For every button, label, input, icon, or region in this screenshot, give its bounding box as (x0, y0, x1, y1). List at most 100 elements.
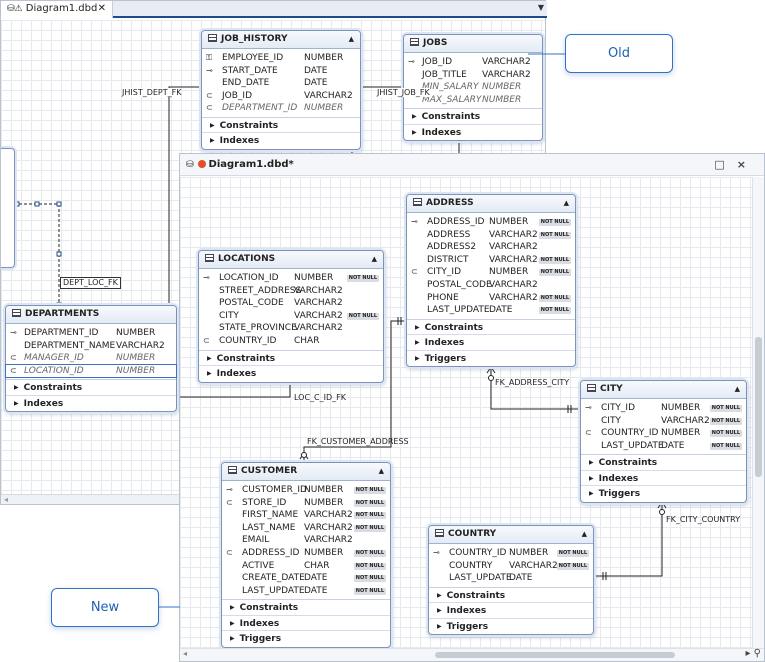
fk-label-address-city[interactable]: FK_ADDRESS_CITY (495, 378, 570, 387)
zoom-icon[interactable]: ▸ ⚲ (745, 648, 761, 659)
close-tab-icon[interactable]: ✕ (97, 3, 106, 14)
column-type: VARCHAR2 (304, 535, 353, 546)
fk-label-dept-loc[interactable]: DEPT_LOC_FK (60, 277, 121, 289)
section-constraints[interactable]: ▶Constraints (6, 380, 176, 396)
section-constraints[interactable]: ▶Constraints (202, 118, 360, 134)
fk-label-jhist-job[interactable]: JHIST_JOB_FK (377, 88, 430, 97)
section-indexes[interactable]: ▶Indexes (404, 125, 542, 141)
section-triggers[interactable]: ▶Triggers (429, 619, 593, 635)
fk-label-city-country[interactable]: FK_CITY_COUNTRY (666, 515, 741, 524)
section-label: Constraints (446, 590, 506, 601)
close-icon[interactable]: × (736, 158, 758, 171)
collapse-icon[interactable]: ▲ (348, 35, 354, 43)
section-constraints[interactable]: ▶Constraints (429, 588, 593, 604)
section-constraints[interactable]: ▶Constraints (199, 351, 383, 367)
scroll-thumb[interactable] (755, 337, 762, 477)
maximize-icon[interactable]: □ (714, 158, 737, 171)
table-name: CUSTOMER (241, 466, 298, 476)
scroll-thumb[interactable] (435, 652, 675, 658)
section-indexes[interactable]: ▶Indexes (429, 603, 593, 619)
vertical-scrollbar[interactable] (752, 177, 764, 649)
section-indexes[interactable]: ▶Indexes (581, 471, 746, 487)
section-indexes[interactable]: ▶Indexes (6, 396, 176, 412)
collapse-icon[interactable]: ▲ (581, 530, 587, 538)
chevron-down-icon[interactable]: ▼ (537, 3, 544, 12)
fk-label-loc-c-id[interactable]: LOC_C_ID_FK (294, 393, 347, 402)
section-triggers[interactable]: ▶Triggers (407, 351, 575, 367)
fk-label-jhist-dept[interactable]: JHIST_DEPT_FK (122, 88, 182, 97)
horizontal-scrollbar[interactable]: ◂ ▸ ⚲ (180, 648, 764, 661)
section-constraints[interactable]: ▶Constraints (404, 109, 542, 125)
section-indexes[interactable]: ▶Indexes (222, 616, 390, 632)
section-triggers[interactable]: ▶Triggers (581, 486, 746, 502)
collapse-icon[interactable]: ▲ (734, 385, 740, 393)
collapse-icon[interactable]: ▲ (378, 467, 384, 475)
section-constraints[interactable]: ▶Constraints (581, 455, 746, 471)
section-indexes[interactable]: ▶Indexes (202, 133, 360, 149)
section-indexes[interactable]: ▶Indexes (407, 335, 575, 351)
section-indexes[interactable]: ▶Indexes (199, 366, 383, 382)
table-icon (413, 198, 422, 206)
fk-label-customer-address[interactable]: FK_CUSTOMER_ADDRESS (307, 437, 409, 446)
section-constraints[interactable]: ▶Constraints (407, 320, 575, 336)
collapse-icon[interactable]: ▲ (371, 255, 377, 263)
collapse-icon[interactable]: ▲ (563, 199, 569, 207)
tab-diagram1[interactable]: ⛁⚠ Diagram1.dbd ✕ (1, 1, 113, 18)
scroll-left-icon[interactable]: ◂ (183, 649, 188, 658)
section-triggers[interactable]: ▶Triggers (222, 631, 390, 647)
section-constraints[interactable]: ▶Constraints (222, 600, 390, 616)
